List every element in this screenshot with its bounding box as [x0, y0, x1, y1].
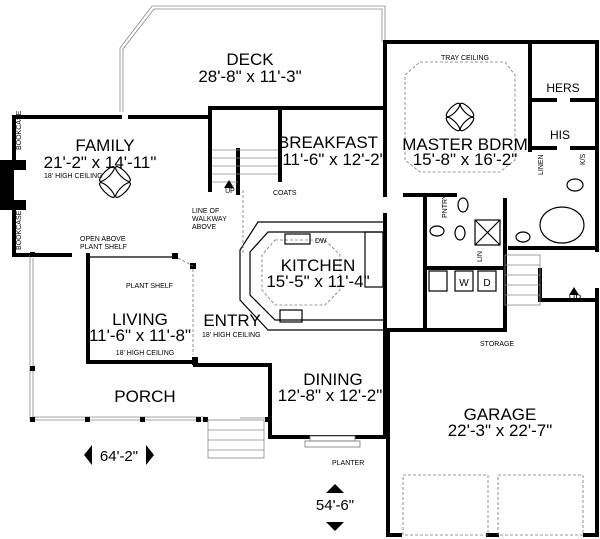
- linen-label: LINEN: [538, 154, 545, 175]
- arrow-right-icon: [146, 445, 154, 465]
- porch-label: PORCH: [114, 387, 175, 406]
- washer: [454, 270, 474, 292]
- garage-steps: [504, 254, 541, 306]
- breakfast-label: BREAKFAST: [278, 133, 378, 152]
- garage-size: 22'-3" x 22'-7": [448, 421, 553, 440]
- lin-label: LIN: [477, 251, 484, 262]
- arrow-down-icon: [326, 522, 344, 531]
- arrow-up-icon: [326, 484, 344, 493]
- bookcase-label: BOOKCASE: [16, 110, 23, 150]
- ceiling-fan-icon: [445, 102, 475, 132]
- plant-shelf-note: PLANT SHELF: [126, 283, 173, 290]
- entry-ceiling-note: 18' HIGH CEILING: [202, 332, 261, 339]
- tray-ceiling-label: TRAY CEILING: [441, 55, 489, 62]
- kitchen-label: KITCHEN: [281, 256, 356, 275]
- his-closet-label: HIS: [550, 128, 570, 142]
- bathtub: [539, 206, 585, 244]
- stairs: [212, 149, 278, 183]
- planter-label: PLANTER: [332, 460, 364, 467]
- porch-steps: [207, 419, 265, 459]
- dryer-label: D: [483, 278, 490, 289]
- overall-depth: 54'-6": [316, 497, 354, 514]
- garage-door-right: [497, 474, 584, 536]
- walkway-note-1: LINE OF: [192, 208, 219, 215]
- living-size: 11'-6" x 11'-8": [89, 326, 191, 345]
- vanity-sink: [515, 231, 531, 243]
- laundry-sink: [428, 270, 448, 292]
- garage-up-label: UP: [569, 293, 582, 303]
- family-size: 21'-2" x 14'-11": [44, 153, 157, 172]
- deck-size: 28'-8" x 11'-3": [198, 67, 301, 86]
- master-label: MASTER BDRM: [402, 135, 528, 154]
- master-sink: [566, 178, 584, 192]
- dryer: [477, 270, 497, 292]
- washer-label: W: [459, 278, 469, 289]
- cooktop: [279, 309, 303, 323]
- bookcase-label: BOOKCASE: [16, 210, 23, 250]
- living-label: LIVING: [112, 310, 168, 329]
- porch-columns: [30, 252, 270, 422]
- garage-door-left: [402, 474, 489, 536]
- toilet: [457, 197, 469, 213]
- stair-up-label: UP: [225, 188, 235, 195]
- kitchen-counter: [239, 221, 386, 331]
- toilet: [454, 225, 466, 241]
- refrigerator: [364, 231, 384, 288]
- dining-window: [309, 435, 356, 442]
- dishwasher-label: DW: [315, 238, 327, 245]
- walkway-note-2: WALKWAY: [192, 216, 227, 223]
- entry-label: ENTRY: [203, 311, 260, 330]
- pantry-label: PNTRY: [442, 194, 449, 218]
- storage-label: STORAGE: [480, 341, 514, 348]
- walkway-note-3: ABOVE: [192, 224, 216, 231]
- planter: [304, 440, 361, 448]
- deck-outline: [119, 5, 386, 112]
- garage-label: GARAGE: [464, 405, 537, 424]
- open-above-note-1: OPEN ABOVE: [80, 236, 126, 243]
- kitchen-island: [261, 239, 341, 306]
- family-ceiling-note: 18' HIGH CEILING: [44, 173, 103, 180]
- walls: [0, 40, 599, 537]
- tray-ceiling-outline: [404, 61, 516, 173]
- up-arrow-icon: [569, 287, 579, 295]
- hers-closet-label: HERS: [546, 81, 579, 95]
- powder-sink: [429, 225, 445, 237]
- shower: [474, 219, 501, 246]
- ceiling-fan-icon: [99, 166, 131, 198]
- deck-label: DECK: [226, 50, 274, 69]
- arrow-left-icon: [84, 445, 92, 465]
- up-arrow-icon: [224, 180, 234, 188]
- overall-width: 64'-2": [100, 448, 138, 465]
- family-label: FAMILY: [75, 136, 134, 155]
- open-above-note-2: PLANT SHELF: [80, 244, 127, 251]
- living-ceiling-note: 18' HIGH CEILING: [116, 350, 175, 357]
- coats-label: COATS: [273, 190, 297, 197]
- master-size: 15'-8" x 16'-2": [413, 150, 518, 169]
- breakfast-size: 11'-6" x 12'-2": [282, 150, 385, 169]
- kitchen-size: 15'-5" x 11'-4": [266, 272, 369, 291]
- ks-label: K/S: [580, 153, 587, 165]
- dining-size: 12'-8" x 12'-2": [278, 386, 383, 405]
- dining-label: DINING: [303, 370, 363, 389]
- kitchen-sink: [284, 233, 311, 245]
